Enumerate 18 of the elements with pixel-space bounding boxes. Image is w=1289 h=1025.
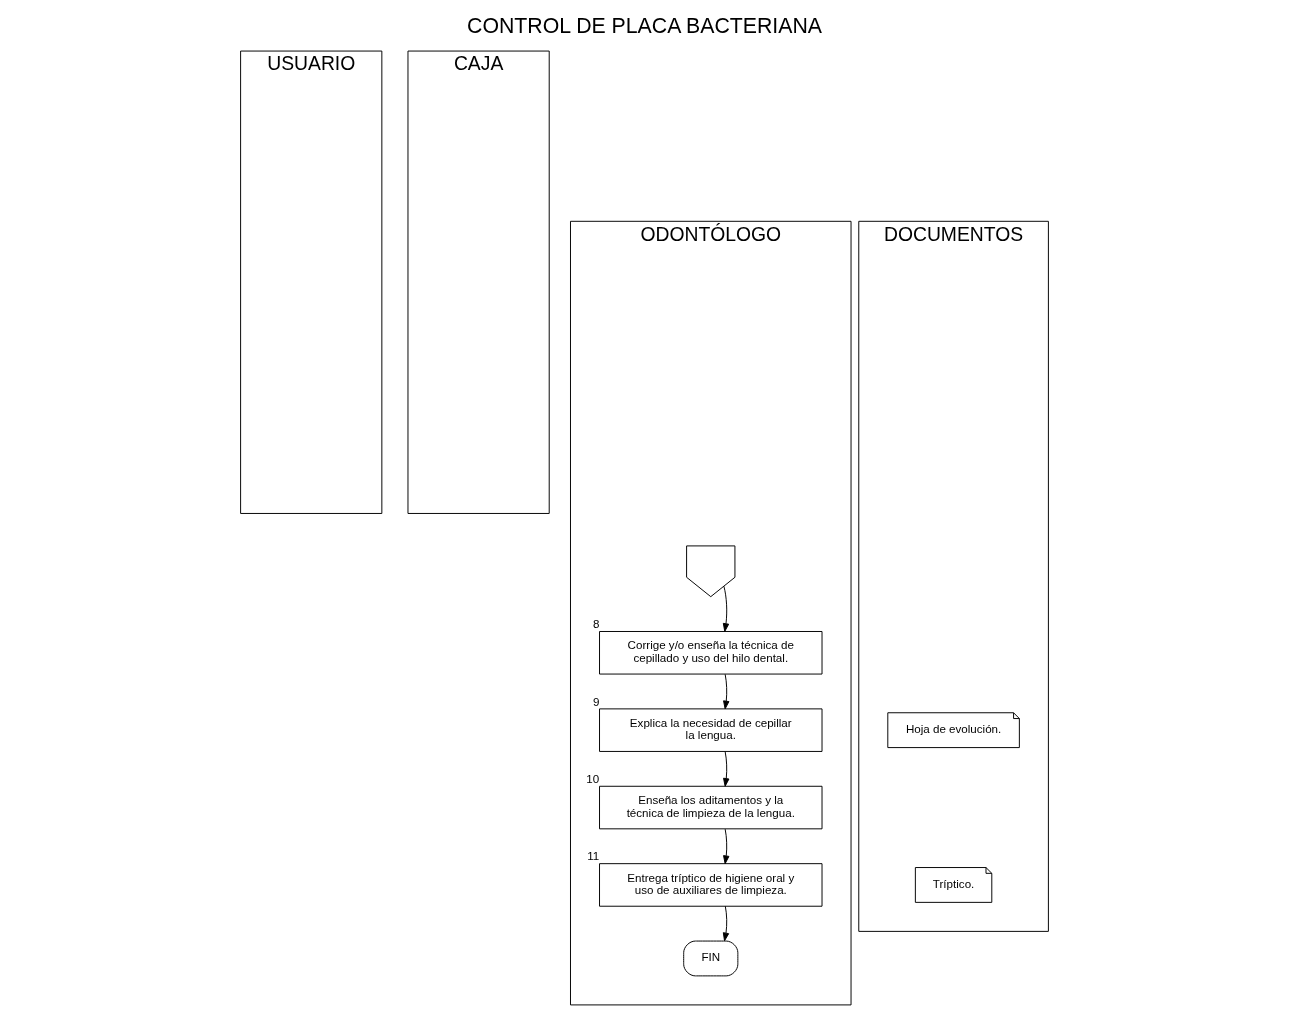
node-box: Corrige y/o enseña la técnica de cepillado y uso del hilo dental. (599, 631, 823, 675)
arrow (723, 751, 730, 787)
node-label: 8 (592, 617, 600, 631)
node-label: 11 (587, 849, 600, 863)
arrow (722, 905, 730, 942)
node-label: 10 (586, 771, 600, 785)
arrow (722, 585, 730, 632)
node-box: Enseña los aditamentos y la técnica de limpieza de la lengua. (599, 785, 823, 830)
node-box: Entrega tríptico de higiene oral y uso de auxiliares de limpieza. (599, 863, 823, 907)
node-box: Explica la necesidad de cepillar la lengua. (599, 708, 823, 752)
node-box: USUARIO (240, 50, 383, 514)
node-label: 9 (592, 694, 600, 708)
arrow (723, 828, 730, 865)
node-pentagon (686, 545, 736, 598)
arrow (723, 673, 730, 710)
node-box: FIN (683, 940, 739, 977)
node-box: CAJA (407, 50, 550, 514)
diagram-title: CONTROL DE PLACA BACTERIANA (467, 14, 822, 39)
